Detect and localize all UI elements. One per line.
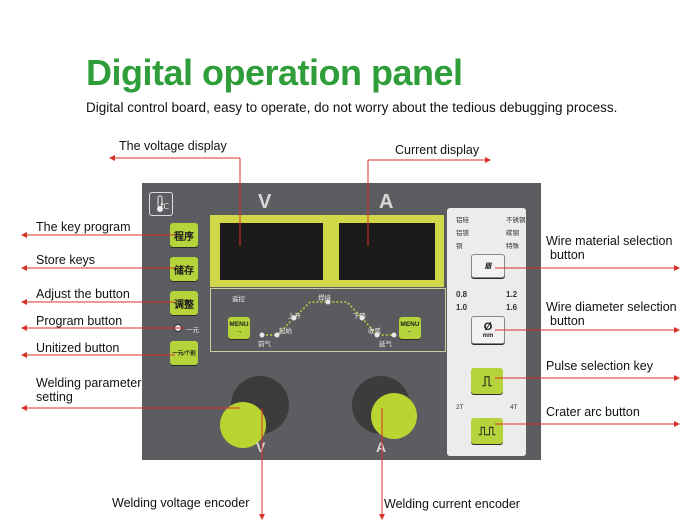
arrow-left-icon: ← [406,328,414,335]
wire-material-button[interactable]: //// [471,254,505,278]
temp-unit-label: ℃ [160,202,169,211]
voltage-letter: V [258,191,272,213]
callout-welding-param-line1: Welding parameter [36,376,142,390]
voltage-display [220,223,323,280]
dia-08-label: 0.8 [456,290,468,299]
knob-v-letter: V [256,439,266,455]
mat-special-label: 特殊 [506,243,519,250]
current-encoder-knob[interactable] [371,393,417,439]
mat-alsi-label: 铝硅 [456,217,469,224]
welding-curve [259,299,397,338]
current-display [339,223,435,280]
callout-adjust-button: Adjust the button [36,287,130,301]
mode-2t-label: 2T [456,404,464,411]
callout-voltage-display: The voltage display [119,139,227,153]
pulse-icon: ⎍ [482,372,492,389]
mat-steel-label: 不锈钢 [506,217,526,224]
menu-right-button[interactable]: MENU← [399,317,421,339]
dia-16-label: 1.6 [506,303,518,312]
welding-label: 焊接 [318,295,331,302]
knob-a-letter: A [376,439,387,455]
upslope-label: 上升 [288,313,301,320]
dia-10-label: 1.0 [456,303,468,312]
callout-voltage-encoder: Welding voltage encoder [112,496,250,510]
unitized-button[interactable]: 一元/个别 [170,341,198,365]
callout-current-encoder: Welding current encoder [384,497,520,511]
crater-arc-button[interactable]: ⎍⎍ [471,418,503,444]
mat-almg-label: 铝镁 [456,230,469,237]
page-title: Digital operation panel [86,52,463,93]
callout-program-button: Program button [36,314,123,328]
current-letter: A [379,191,394,213]
callout-welding-param: Welding parameter setting [36,376,141,404]
page-subtitle: Digital control board, easy to operate, … [86,100,618,115]
right-control-column: 铝硅 不锈钢 铝镁 碳钢 铜 特殊 //// 0.8 1.2 1.0 1.6 Ø… [447,208,526,456]
control-panel: ℃ 程序 储存 调整 一元 一元/个别 V A MENU→ MENU← 遥控 上… [142,183,541,460]
callout-wire-material-line2: button [550,248,585,262]
downslope-label: 下降 [353,313,366,320]
callout-crater-arc: Crater arc button [546,405,640,419]
callout-current-display: Current display [395,143,480,157]
callout-unitized-button: Unitized button [36,341,120,355]
adjust-button[interactable]: 调整 [170,291,198,315]
store-key-button[interactable]: 储存 [170,257,198,281]
callout-key-program: The key program [36,220,131,234]
hatch-icon: //// [484,261,492,271]
arc-start-label: 起始 [279,328,292,335]
callout-welding-param-line2: setting [36,390,73,404]
pulse-selection-button[interactable]: ⎍ [471,368,503,394]
post-gas-label: 延气 [379,341,392,348]
mat-copper-label: 铜 [456,243,463,250]
callout-wire-diameter: Wire diameter selection button [546,300,677,328]
crater-arc-icon: ⎍⎍ [478,423,496,438]
callout-wire-diameter-line1: Wire diameter selection [546,300,677,314]
callout-wire-material-line1: Wire material selection [546,234,673,248]
diameter-unit: mm [482,333,494,339]
callout-wire-material: Wire material selection button [546,234,672,262]
diameter-symbol: Ø [483,321,493,333]
pre-gas-label: 前气 [258,341,271,348]
callout-pulse-key: Pulse selection key [546,359,654,373]
mat-carbon-label: 碳钢 [506,230,519,237]
dia-12-label: 1.2 [506,290,518,299]
thermometer-icon [149,192,173,216]
mode-4t-label: 4T [510,404,518,411]
callout-store-keys: Store keys [36,253,96,267]
menu-left-button[interactable]: MENU→ [228,317,250,339]
menu-left-label: MENU [229,321,249,328]
unit-one-label: 一元 [186,327,199,334]
voltage-encoder-knob[interactable] [220,402,266,448]
callout-wire-diameter-line2: button [550,314,585,328]
arrow-right-icon: → [235,328,243,335]
menu-right-label: MENU [400,321,420,328]
remote-label: 遥控 [232,296,245,303]
crater-label: 收弧 [368,328,381,335]
